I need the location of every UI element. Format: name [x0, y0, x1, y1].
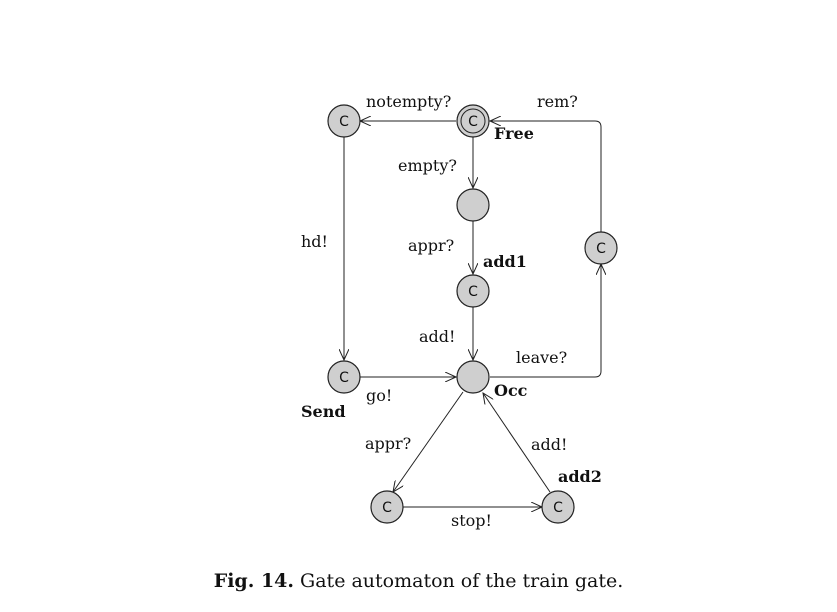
- state-free: C: [456, 104, 490, 138]
- location-name-free: Free: [494, 124, 534, 143]
- edge-label-appr-top: appr?: [408, 236, 454, 255]
- figure-caption-text: Gate automaton of the train gate.: [300, 570, 624, 592]
- edge-label-leave: leave?: [516, 348, 567, 367]
- location-name-add2: add2: [558, 467, 602, 486]
- location-name-occ: Occ: [494, 381, 528, 400]
- state-add1: C: [456, 274, 490, 308]
- edge-label-appr-bottom: appr?: [365, 434, 411, 453]
- svg-text:C: C: [468, 284, 478, 300]
- edge-label-rem: rem?: [537, 92, 578, 111]
- edge-label-add-top: add!: [419, 327, 455, 346]
- state-occ: [456, 360, 490, 394]
- state-committed-bottom-left: C: [370, 490, 404, 524]
- state-committed-right: C: [584, 231, 618, 265]
- location-name-send: Send: [301, 402, 346, 421]
- edge-add2-to-occ: [483, 393, 551, 493]
- edge-c4-to-free: [490, 121, 602, 232]
- svg-text:C: C: [382, 500, 392, 516]
- edge-label-hd: hd!: [301, 232, 328, 251]
- figure-caption-label: Fig. 14.: [213, 570, 294, 592]
- edge-label-notempty: notempty?: [366, 92, 451, 111]
- state-add2: C: [541, 490, 575, 524]
- state-committed-top-left: C: [327, 104, 361, 138]
- svg-text:C: C: [339, 114, 349, 130]
- svg-text:C: C: [339, 370, 349, 386]
- edge-label-empty: empty?: [398, 156, 457, 175]
- state-send: C: [327, 360, 361, 394]
- edge-label-go: go!: [366, 386, 392, 405]
- edge-occ-to-c4: [490, 264, 601, 378]
- state-middle-plain: [456, 188, 490, 222]
- edge-label-add-bottom: add!: [531, 435, 567, 454]
- svg-text:C: C: [468, 114, 478, 130]
- svg-text:C: C: [596, 241, 606, 257]
- location-name-add1: add1: [483, 252, 527, 271]
- edge-occ-to-c5: [393, 391, 464, 492]
- svg-text:C: C: [553, 500, 563, 516]
- edge-label-stop: stop!: [451, 511, 492, 530]
- figure-caption: Fig. 14. Gate automaton of the train gat…: [0, 570, 837, 592]
